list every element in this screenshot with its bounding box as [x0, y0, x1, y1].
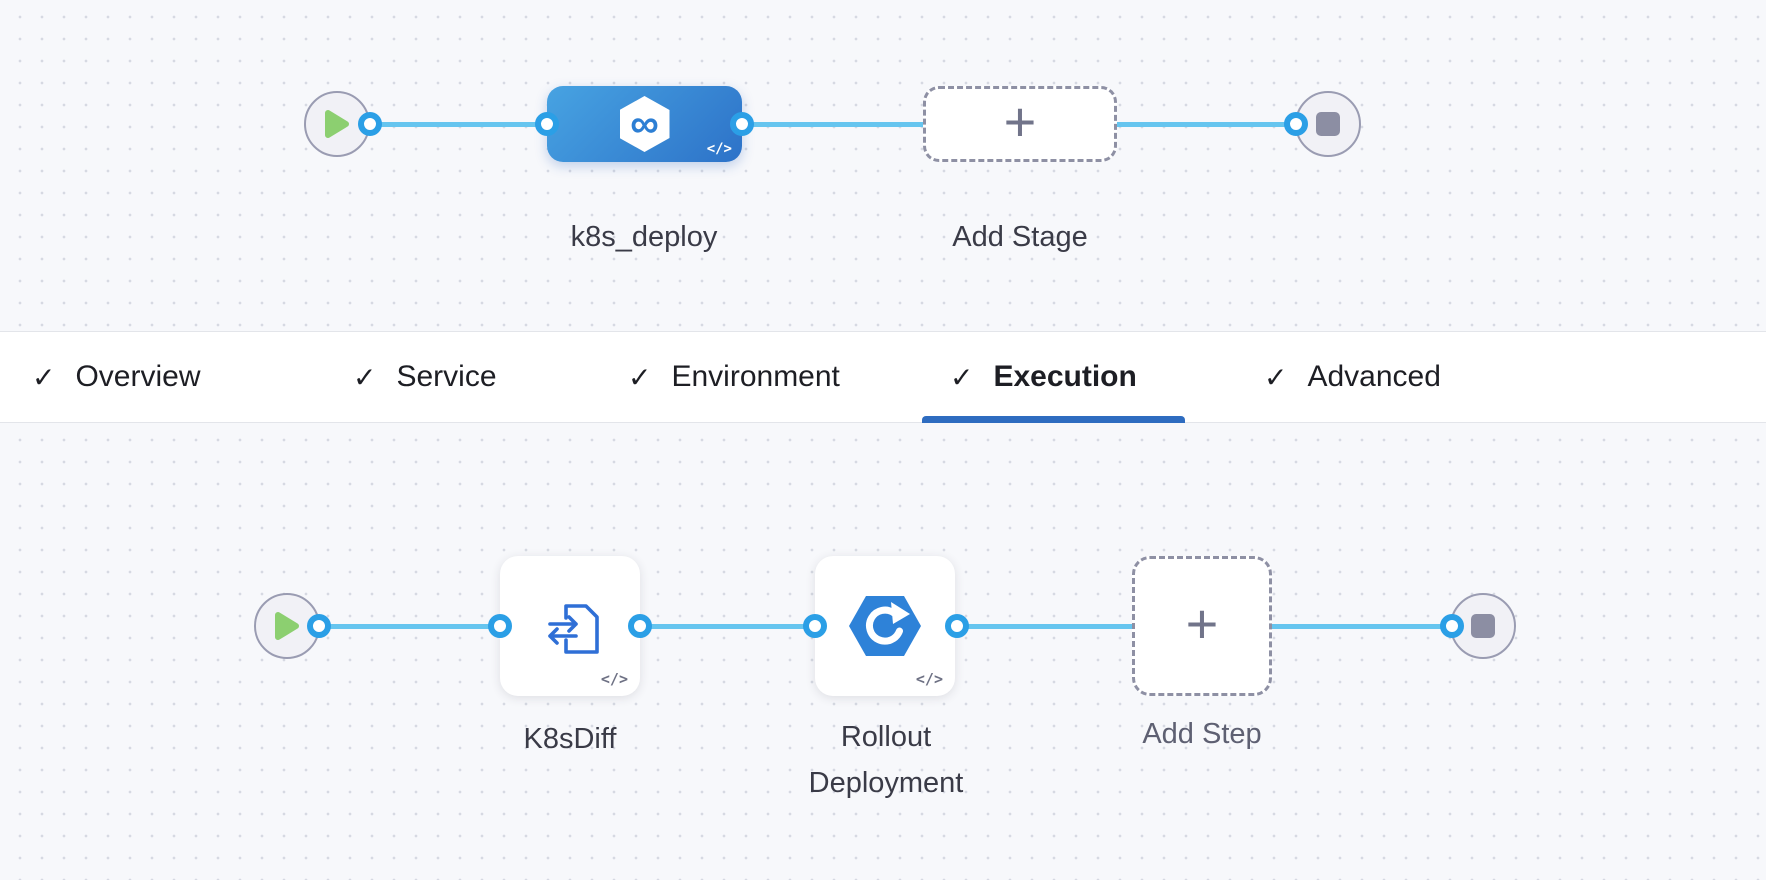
add-stage-button[interactable]: + — [923, 86, 1117, 162]
stage-node-label: k8s_deploy — [570, 221, 718, 253]
stage-config-tabbar: ✓ Overview ✓ Service ✓ Environment ✓ Exe… — [0, 331, 1766, 423]
stage-graph-canvas[interactable]: ∞ </> k8s_deploy + Add Stage — [0, 0, 1766, 331]
tab-overview[interactable]: ✓ Overview — [32, 332, 201, 422]
step-node-rollout-deployment[interactable]: </> — [815, 556, 955, 696]
step-label-k8sdiff: K8sDiff — [523, 723, 617, 755]
play-icon — [324, 109, 350, 139]
plus-icon: + — [1185, 592, 1219, 655]
tab-label: Overview — [75, 360, 201, 393]
execution-start-port — [307, 614, 331, 638]
execution-end-port — [1440, 614, 1464, 638]
step-label-rollout-deployment: Rollout Deployment — [808, 721, 964, 799]
plus-icon: + — [1003, 90, 1037, 153]
stage-out-port — [730, 112, 754, 136]
add-step-button[interactable]: + — [1132, 556, 1272, 696]
pipeline-end-node — [1295, 91, 1361, 157]
code-view-icon: </> — [600, 670, 628, 688]
stop-icon — [1471, 614, 1495, 638]
check-icon: ✓ — [1264, 361, 1288, 393]
rollout-out-port — [945, 614, 969, 638]
stage-start-port — [358, 112, 382, 136]
tab-label: Environment — [671, 360, 840, 393]
stage-end-port — [1284, 112, 1308, 136]
k8sdiff-in-port — [488, 614, 512, 638]
stop-icon — [1316, 112, 1340, 136]
tab-service[interactable]: ✓ Service — [353, 332, 497, 422]
k8s-diff-icon — [537, 593, 603, 659]
tab-label: Execution — [993, 360, 1137, 393]
stage-connector-line — [370, 122, 1296, 127]
code-view-icon: </> — [915, 670, 943, 688]
k8sdiff-out-port — [628, 614, 652, 638]
stage-in-port — [535, 112, 559, 136]
active-tab-underline — [922, 416, 1185, 423]
stage-node-k8s-deploy[interactable]: ∞ </> — [547, 86, 742, 162]
add-step-label: Add Step — [1142, 718, 1262, 750]
tab-environment[interactable]: ✓ Environment — [628, 332, 840, 422]
harness-infinity-glyph: ∞ — [630, 102, 659, 146]
check-icon: ✓ — [353, 361, 377, 393]
deploy-stage-icon: ∞ — [619, 96, 670, 152]
tab-execution[interactable]: ✓ Execution — [950, 332, 1137, 422]
rollout-in-port — [803, 614, 827, 638]
execution-step-canvas[interactable]: </> K8sDiff </> Rollout Deployment + Add… — [0, 423, 1766, 880]
rollout-deployment-icon — [848, 593, 922, 659]
add-stage-label: Add Stage — [952, 221, 1088, 253]
play-icon — [274, 611, 300, 641]
tab-label: Service — [396, 360, 497, 393]
check-icon: ✓ — [32, 361, 56, 393]
check-icon: ✓ — [950, 361, 974, 393]
check-icon: ✓ — [628, 361, 652, 393]
code-view-icon: </> — [706, 141, 732, 157]
tab-label: Advanced — [1307, 360, 1441, 393]
tab-advanced[interactable]: ✓ Advanced — [1264, 332, 1441, 422]
step-node-k8sdiff[interactable]: </> — [500, 556, 640, 696]
